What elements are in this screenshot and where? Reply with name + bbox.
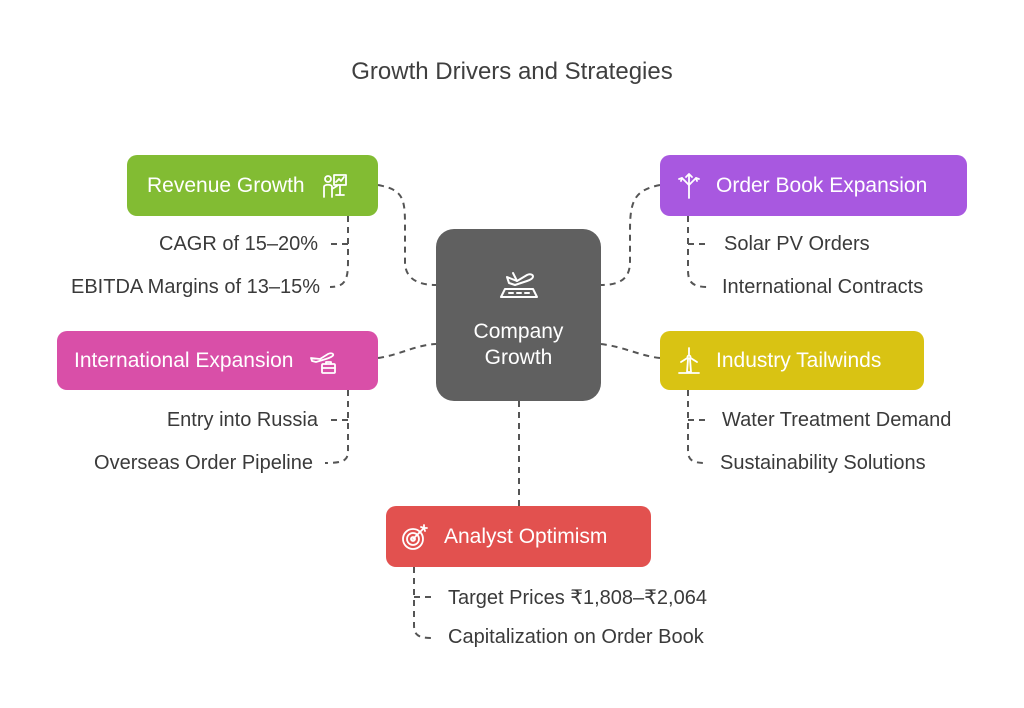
connector-analyst-items: [413, 567, 433, 639]
international-item-1: Entry into Russia: [166, 409, 318, 431]
order-book-expansion-node: Order Book Expansion: [660, 155, 967, 216]
travel-briefcase-icon: [306, 344, 340, 378]
revenue-item-1: CAGR of 15–20%: [159, 233, 318, 255]
center-label-line2: Growth: [484, 346, 553, 369]
international-expansion-label: International Expansion: [74, 348, 294, 372]
connector-industry-items: [687, 390, 707, 464]
industry-item-1: Water Treatment Demand: [722, 409, 952, 431]
analyst-item-2: Capitalization on Order Book: [448, 626, 704, 648]
analyst-optimism-node: Analyst Optimism: [386, 506, 651, 567]
order-book-expansion-label: Order Book Expansion: [716, 173, 928, 197]
orderbook-item-2: International Contracts: [722, 276, 924, 298]
wind-turbine-icon: [672, 344, 706, 378]
connector-orderbook-items: [687, 216, 709, 288]
revenue-item-2: EBITDA Margins of 13–15%: [70, 276, 320, 298]
orderbook-item-1: Solar PV Orders: [724, 233, 870, 255]
analyst-optimism-label: Analyst Optimism: [444, 524, 608, 548]
airplane-landing-icon: [493, 259, 545, 311]
connector-industry: [600, 343, 661, 359]
industry-tailwinds-node: Industry Tailwinds: [660, 331, 924, 390]
connector-international: [377, 343, 437, 359]
connector-revenue: [377, 184, 437, 286]
split-arrows-icon: [672, 169, 706, 203]
center-node: Company Growth: [436, 229, 601, 401]
target-icon: [398, 520, 432, 554]
connector-revenue-items: [329, 216, 349, 288]
center-label-line1: Company: [473, 320, 564, 343]
connector-orderbook: [600, 184, 661, 286]
connector-international-items: [324, 390, 349, 464]
diagram-title: Growth Drivers and Strategies: [351, 58, 673, 85]
revenue-growth-label: Revenue Growth: [147, 173, 305, 197]
revenue-growth-node: Revenue Growth: [127, 155, 378, 216]
analyst-item-1: Target Prices ₹1,808–₹2,064: [448, 587, 707, 609]
industry-tailwinds-label: Industry Tailwinds: [716, 348, 882, 372]
presentation-icon: [317, 169, 351, 203]
international-item-2: Overseas Order Pipeline: [94, 452, 313, 474]
industry-item-2: Sustainability Solutions: [720, 452, 926, 474]
international-expansion-node: International Expansion: [57, 331, 378, 390]
